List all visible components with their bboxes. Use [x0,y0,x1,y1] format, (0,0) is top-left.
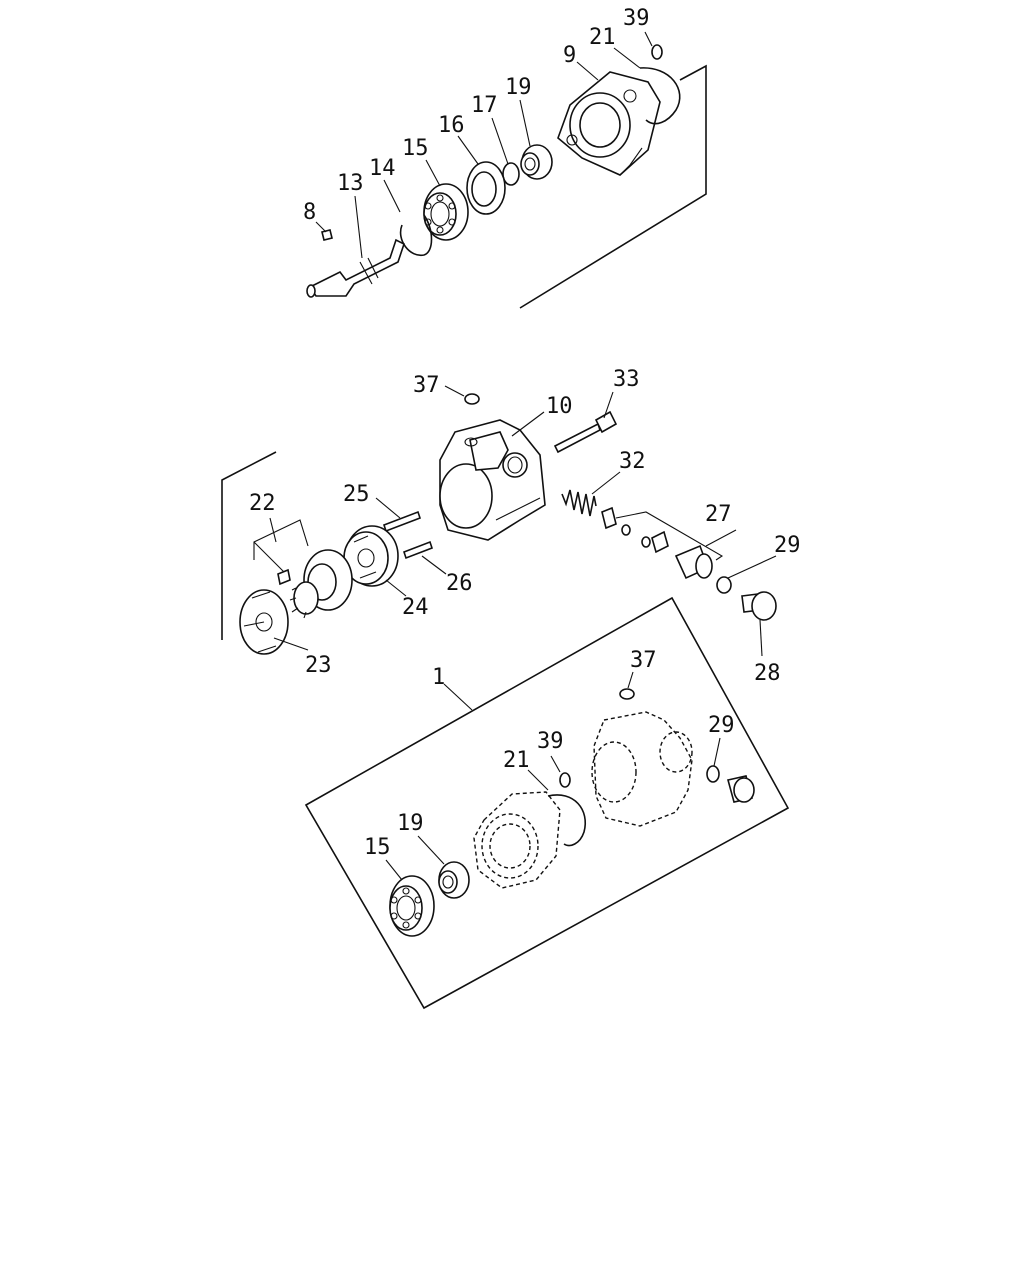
o-ring-39-top [651,44,663,60]
label-14: 14 [369,156,396,181]
end-plate-23 [239,589,289,655]
label-25: 25 [343,482,370,507]
label-22: 22 [249,491,276,516]
label-1: 1 [432,665,445,690]
pump-body-10 [439,419,546,541]
label-8: 8 [303,200,316,225]
snap-ring-17 [502,162,520,186]
group-bracket-top [519,64,707,309]
label-24: 24 [402,595,429,620]
valve-assembly-27 [601,506,724,580]
o-ring-39-kit [559,772,571,788]
spring-32 [561,489,597,517]
label-13: 13 [337,171,364,196]
ball-bearing-15-kit [389,875,435,937]
label-37-kit: 37 [630,648,657,673]
plug-28 [741,591,777,621]
label-39-kit: 39 [537,729,564,754]
label-19-kit: 19 [397,811,424,836]
label-39-top: 39 [623,6,650,31]
o-ring-21-top [639,67,681,125]
pump-group [221,385,777,657]
o-ring-29-kit [706,765,720,783]
label-33: 33 [613,367,640,392]
o-ring-29-middle [716,576,732,594]
bolt-26 [402,540,434,560]
label-17: 17 [471,93,498,118]
bearing-19-kit [438,861,470,899]
o-ring-37-middle [464,393,480,405]
drive-shaft-13 [306,238,405,298]
label-26: 26 [446,571,473,596]
bearing-housing-9 [557,71,661,176]
label-21-top: 21 [589,25,616,50]
key-8 [321,229,333,241]
repair-kit-group [304,596,790,1010]
callout-labels: 39 21 9 19 17 16 15 14 13 8 37 10 33 32 … [249,6,801,860]
label-29-kit: 29 [708,713,735,738]
label-10: 10 [546,394,573,419]
label-29-middle: 29 [774,533,801,558]
o-ring-37-kit [619,688,635,700]
pin-25 [382,510,422,533]
o-ring-21-kit [547,794,587,847]
snap-ring-14 [399,214,433,256]
plug-kit [727,775,755,803]
label-16: 16 [438,113,465,138]
label-32: 32 [619,449,646,474]
kit-pump-body [591,711,693,827]
shaft-group [306,31,707,309]
kit-frame [304,596,790,1010]
label-27: 27 [705,502,732,527]
label-37-middle: 37 [413,373,440,398]
label-15-kit: 15 [364,835,391,860]
label-9: 9 [563,43,576,68]
washer-16 [466,161,506,215]
ball-bearing-15-top [423,183,469,241]
bearing-19-top [520,144,553,180]
label-23: 23 [305,653,332,678]
label-28: 28 [754,661,781,686]
rotor [289,581,319,619]
side-plate-24 [343,525,399,587]
label-21-kit: 21 [503,748,530,773]
group-bracket-left [221,451,277,640]
kit-bearing-housing [473,791,561,889]
vane [277,568,291,586]
label-15-top: 15 [402,136,429,161]
label-19-top: 19 [505,75,532,100]
